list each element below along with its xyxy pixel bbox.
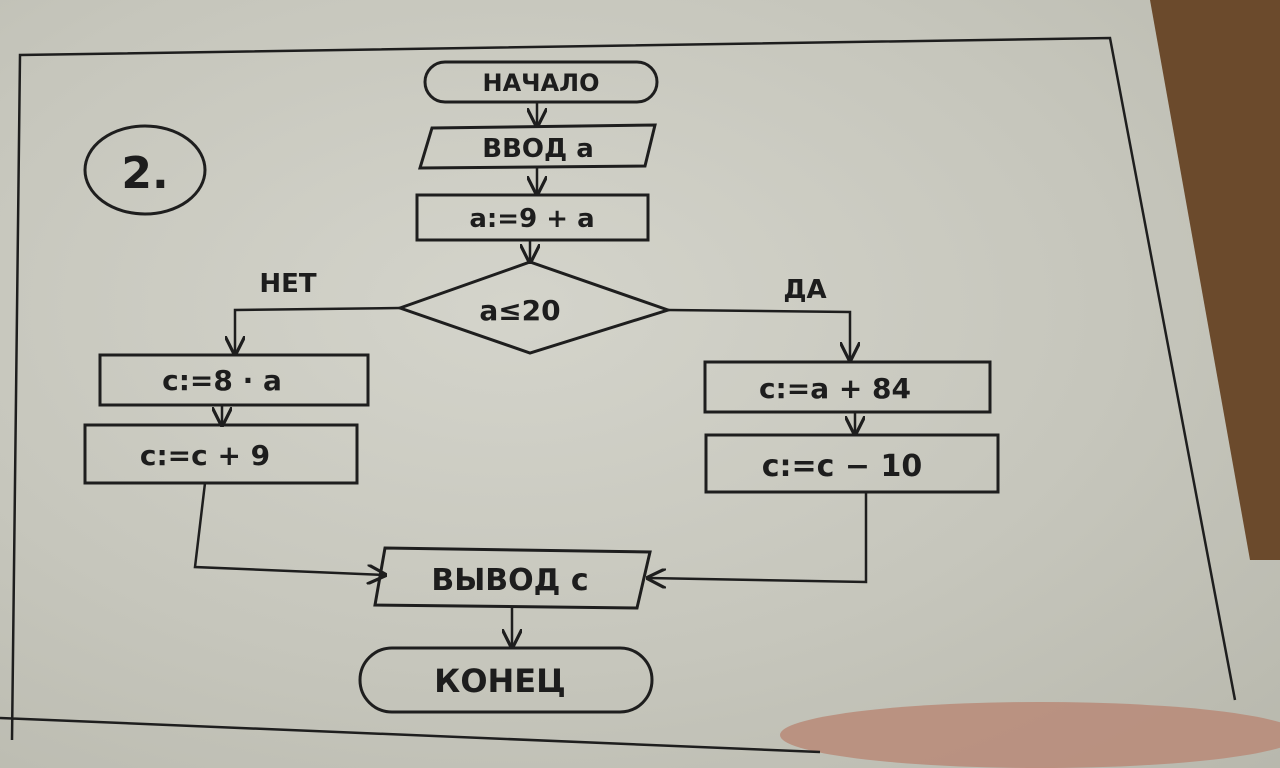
yes-label: ДА bbox=[783, 275, 826, 305]
page-border bbox=[0, 36, 1237, 754]
input-label: ВВОД а bbox=[482, 134, 594, 164]
no-step-1-label: с:=8 · а bbox=[162, 364, 282, 397]
task-number: 2. bbox=[121, 148, 168, 199]
condition-label: а≤20 bbox=[479, 294, 560, 327]
end-label: КОНЕЦ bbox=[434, 662, 566, 700]
no-step-1 bbox=[98, 353, 370, 407]
no-label: НЕТ bbox=[259, 269, 317, 299]
no-step-2 bbox=[83, 423, 359, 485]
finger-blur bbox=[780, 702, 1280, 768]
yes-step-2 bbox=[704, 433, 1000, 494]
yes-merge-arrow bbox=[648, 492, 868, 582]
input-block bbox=[417, 123, 657, 170]
assign-label: а:=9 + а bbox=[469, 204, 594, 234]
assign-block bbox=[415, 193, 650, 242]
no-branch-arrow bbox=[235, 306, 401, 354]
yes-step-1-label: с:=а + 84 bbox=[759, 372, 911, 405]
start-terminal bbox=[423, 60, 659, 104]
output-label: ВЫВОД с bbox=[431, 563, 588, 598]
yes-step-2-label: с:=с − 10 bbox=[762, 449, 922, 484]
task-number-circle bbox=[83, 124, 207, 216]
end-terminal bbox=[358, 646, 654, 714]
no-step-2-label: с:=с + 9 bbox=[140, 439, 270, 472]
output-block bbox=[373, 546, 652, 610]
yes-step-1 bbox=[703, 360, 992, 414]
yes-branch-arrow bbox=[667, 308, 850, 360]
start-label: НАЧАЛО bbox=[483, 69, 600, 97]
wooden-table-corner bbox=[1150, 0, 1280, 560]
no-merge-arrow bbox=[193, 482, 385, 575]
